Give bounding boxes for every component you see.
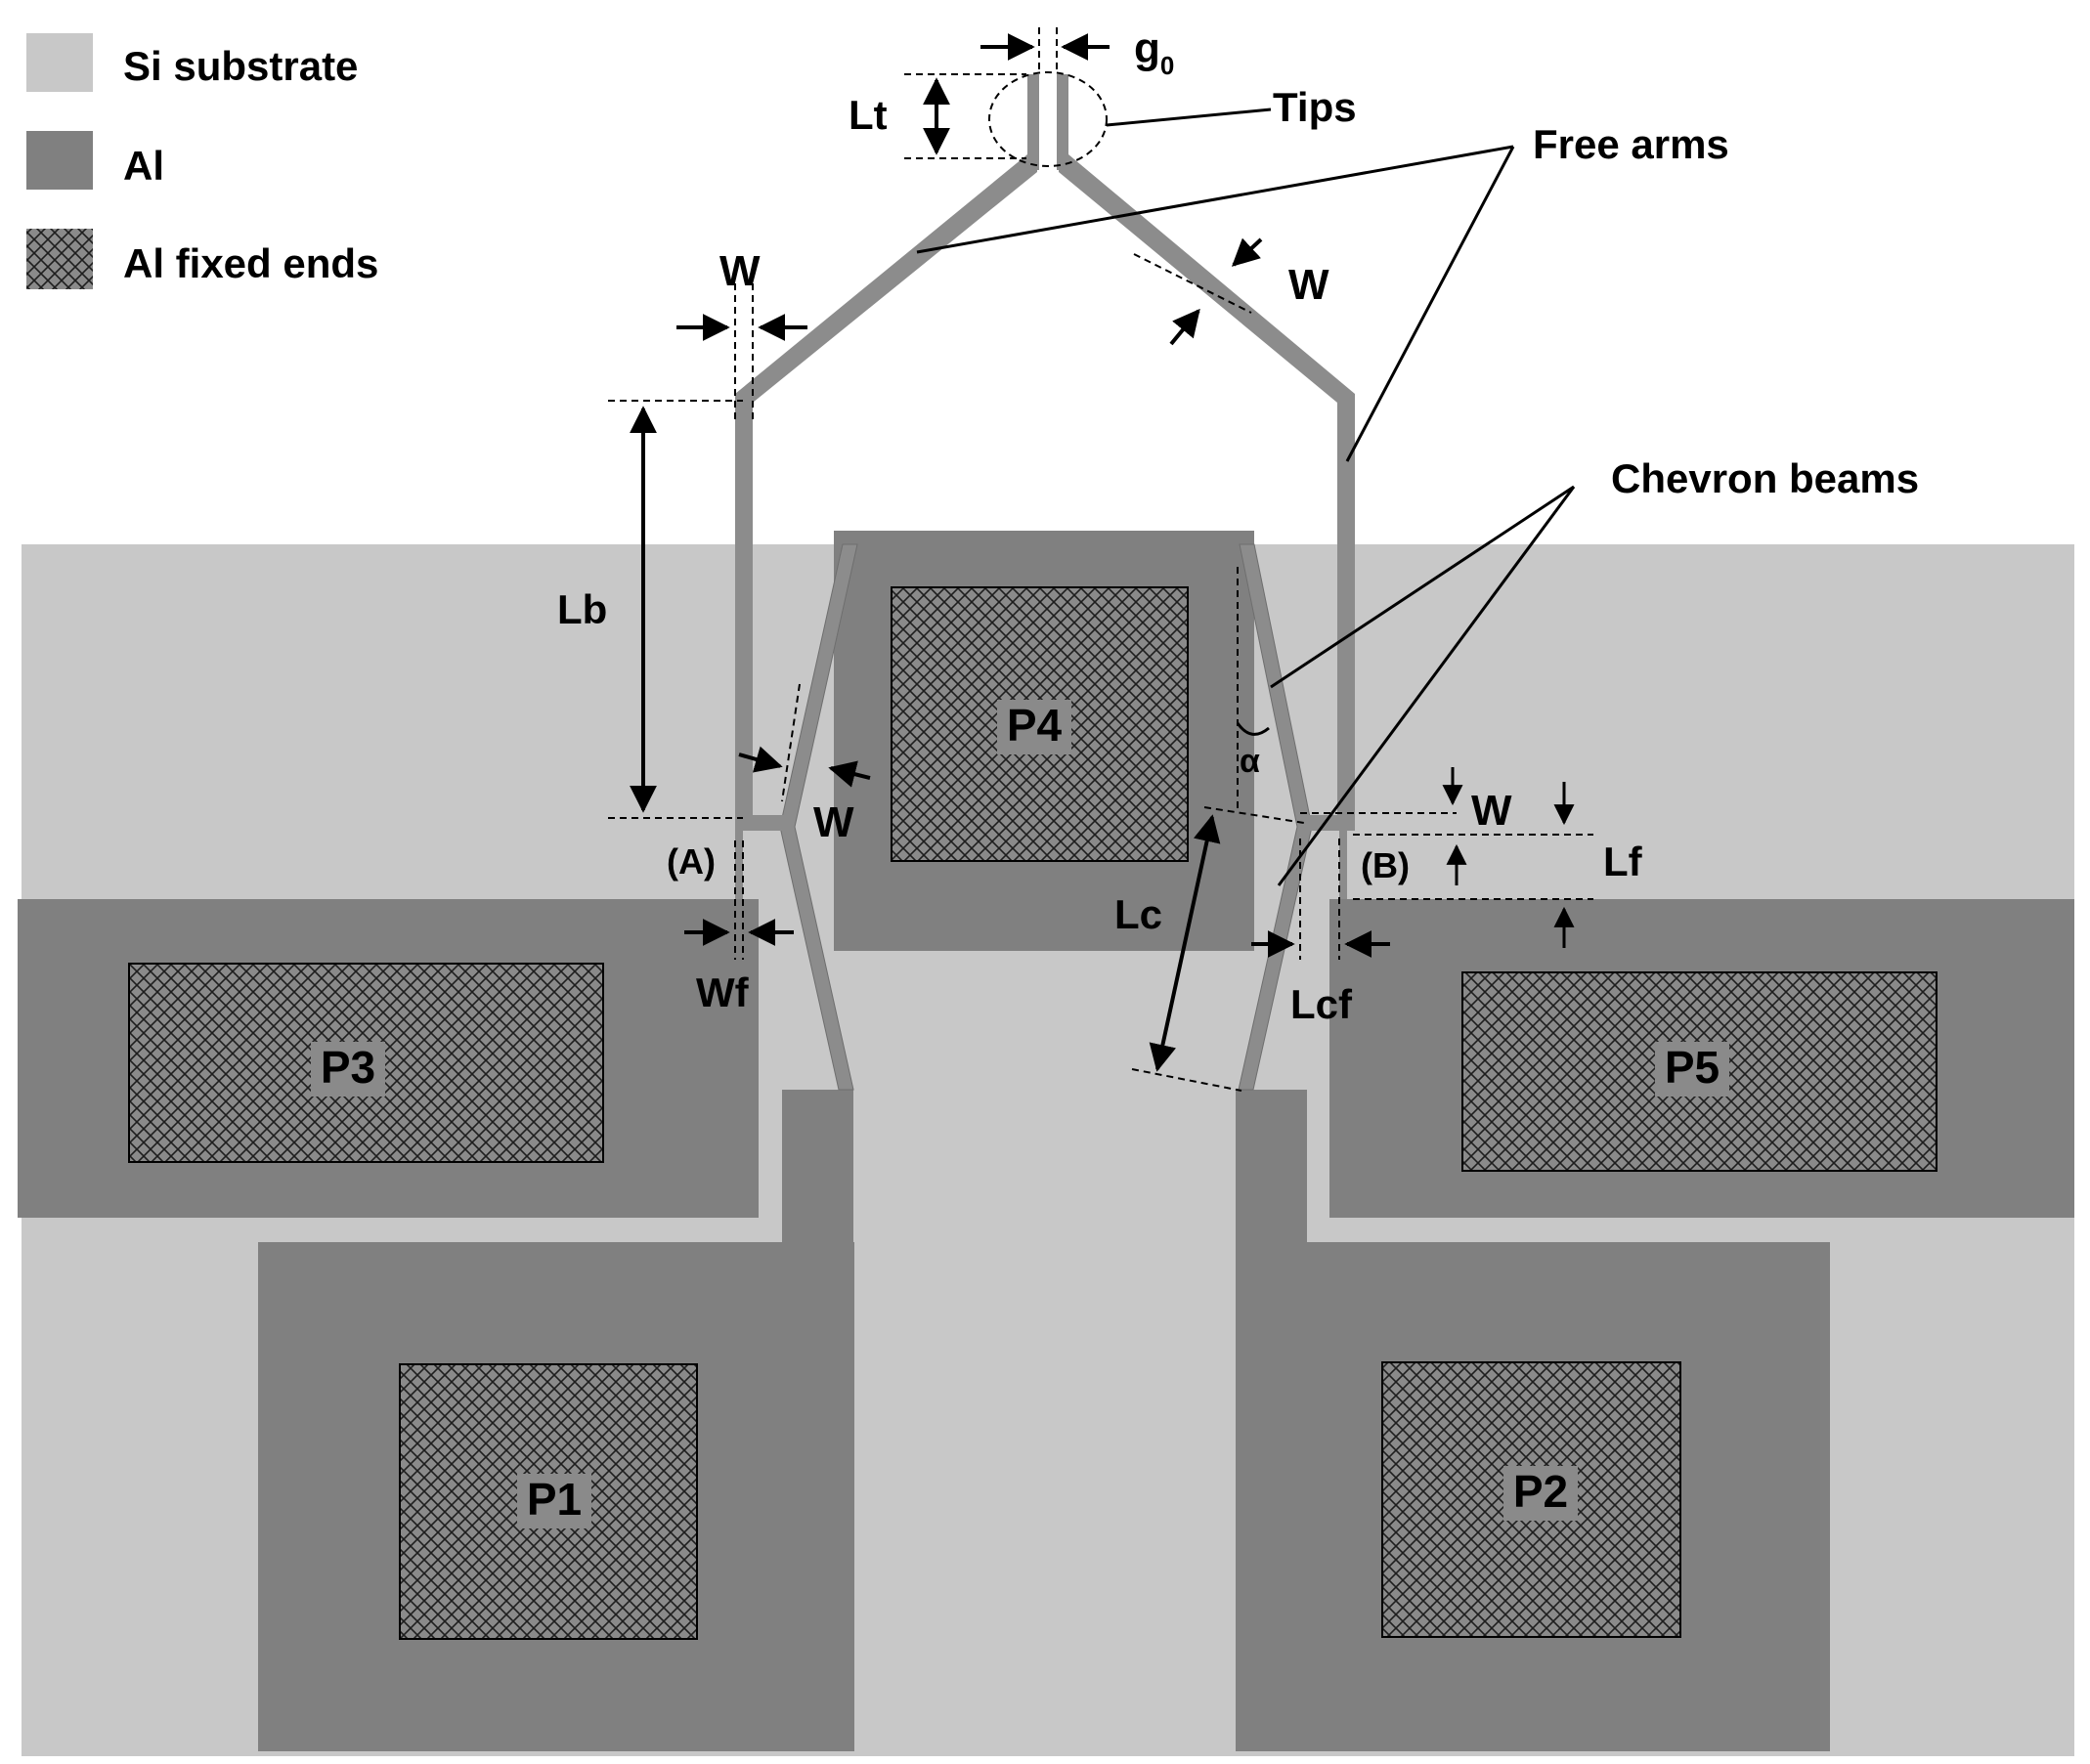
tips-leader bbox=[1106, 108, 1272, 127]
free-arms-label: Free arms bbox=[1533, 121, 1729, 167]
tip-right bbox=[1057, 74, 1068, 170]
free-arms-leader-right bbox=[1345, 146, 1515, 462]
legend-swatch-fixed bbox=[26, 229, 93, 289]
lc-arrow bbox=[1149, 814, 1221, 1072]
free-arms-leader-left bbox=[916, 145, 1514, 254]
w-chevron-dash bbox=[781, 683, 801, 802]
legend-swatch-al bbox=[26, 131, 93, 190]
w-chevron-label: W bbox=[813, 798, 854, 846]
chevron-beam-right bbox=[1238, 543, 1313, 1091]
flexure-left bbox=[735, 831, 743, 899]
pad-label-bg-p4 bbox=[997, 700, 1071, 754]
free-arm-left bbox=[735, 154, 1037, 831]
lt-label: Lt bbox=[849, 92, 888, 138]
pad-label-p2: P2 bbox=[1513, 1466, 1568, 1517]
legend: Si substrate Al Al fixed ends bbox=[26, 33, 378, 289]
w-right-dash-1 bbox=[1133, 253, 1252, 314]
chevron-beams-label: Chevron beams bbox=[1611, 455, 1919, 501]
label-b: (B) bbox=[1361, 845, 1410, 885]
pad-label-p5: P5 bbox=[1665, 1042, 1720, 1093]
pad-label-p3: P3 bbox=[321, 1042, 375, 1093]
al-stem-left bbox=[782, 1090, 853, 1246]
pad-label-p4: P4 bbox=[1007, 700, 1063, 751]
pad-label-bg-p2 bbox=[1503, 1466, 1578, 1521]
w-left-label: W bbox=[719, 247, 761, 295]
tips-label: Tips bbox=[1273, 84, 1357, 130]
w-chevron-arrow-2 bbox=[828, 760, 871, 788]
al-stem-right bbox=[1236, 1090, 1307, 1246]
pad-label-bg-p5 bbox=[1655, 1042, 1729, 1097]
lb-label: Lb bbox=[557, 586, 607, 632]
lc-label: Lc bbox=[1114, 891, 1162, 937]
g0-label: g0 bbox=[1134, 24, 1174, 80]
chevron-leader-2 bbox=[1277, 486, 1576, 886]
lc-dash-top bbox=[1203, 806, 1305, 824]
lcf-label: Lcf bbox=[1290, 981, 1353, 1027]
w-right-arrow-2 bbox=[1169, 308, 1200, 346]
wf-label: Wf bbox=[696, 969, 750, 1015]
pad-label-bg-p1 bbox=[517, 1474, 591, 1528]
label-a: (A) bbox=[667, 841, 716, 882]
flexure-right bbox=[1339, 831, 1347, 899]
w-chevron-arrow-1 bbox=[738, 746, 783, 773]
tip-left bbox=[1027, 74, 1039, 170]
alpha-arc bbox=[1236, 722, 1270, 736]
legend-swatch-si bbox=[26, 33, 93, 92]
lf-label: Lf bbox=[1603, 839, 1643, 884]
pad-label-p1: P1 bbox=[527, 1474, 582, 1525]
w-right-label: W bbox=[1288, 261, 1329, 309]
legend-label-fixed: Al fixed ends bbox=[123, 240, 378, 286]
w-right-arrow-1 bbox=[1231, 237, 1263, 267]
alpha-label: α bbox=[1240, 743, 1260, 780]
chevron-leader-1 bbox=[1270, 485, 1575, 689]
w-right-small-label: W bbox=[1471, 787, 1512, 835]
pad-label-bg-p3 bbox=[311, 1042, 385, 1097]
free-arm-right bbox=[1059, 154, 1355, 831]
legend-label-al: Al bbox=[123, 143, 164, 189]
legend-label-si: Si substrate bbox=[123, 43, 358, 89]
tips-circle bbox=[988, 71, 1108, 167]
